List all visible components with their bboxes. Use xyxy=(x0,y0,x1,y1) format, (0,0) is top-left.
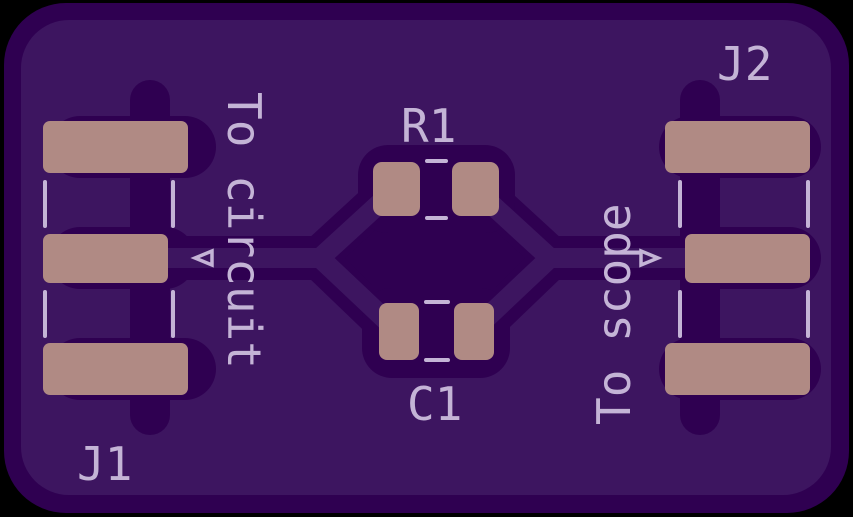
resistor-r1: R1 xyxy=(373,99,499,220)
j2-outline xyxy=(678,180,810,338)
c1-pad-2 xyxy=(454,303,494,360)
capacitor-c1: C1 xyxy=(379,300,494,431)
j2-pin-marker-icon xyxy=(639,248,663,268)
c1-reference: C1 xyxy=(407,377,462,431)
j2-pad-3 xyxy=(665,343,810,395)
c1-outline xyxy=(424,300,450,362)
j1-outline xyxy=(43,180,175,338)
connector-j1: J1 To circuit xyxy=(43,92,271,491)
j1-reference: J1 xyxy=(77,437,132,491)
j1-pin-marker-icon xyxy=(190,248,214,268)
j2-label: To scope xyxy=(587,203,641,425)
j1-pad-3 xyxy=(43,343,188,395)
r1-pad-1 xyxy=(373,162,420,216)
j1-pad-2 xyxy=(43,234,168,283)
c1-pad-1 xyxy=(379,303,419,360)
j2-pad-1 xyxy=(665,121,810,173)
r1-pad-2 xyxy=(452,162,499,216)
j1-label: To circuit xyxy=(217,92,271,369)
r1-outline xyxy=(425,159,448,220)
r1-reference: R1 xyxy=(401,99,456,153)
connector-j2: J2 To scope xyxy=(587,37,810,425)
j2-pad-2 xyxy=(685,234,810,283)
j2-reference: J2 xyxy=(717,37,772,91)
j1-pad-1 xyxy=(43,121,188,173)
